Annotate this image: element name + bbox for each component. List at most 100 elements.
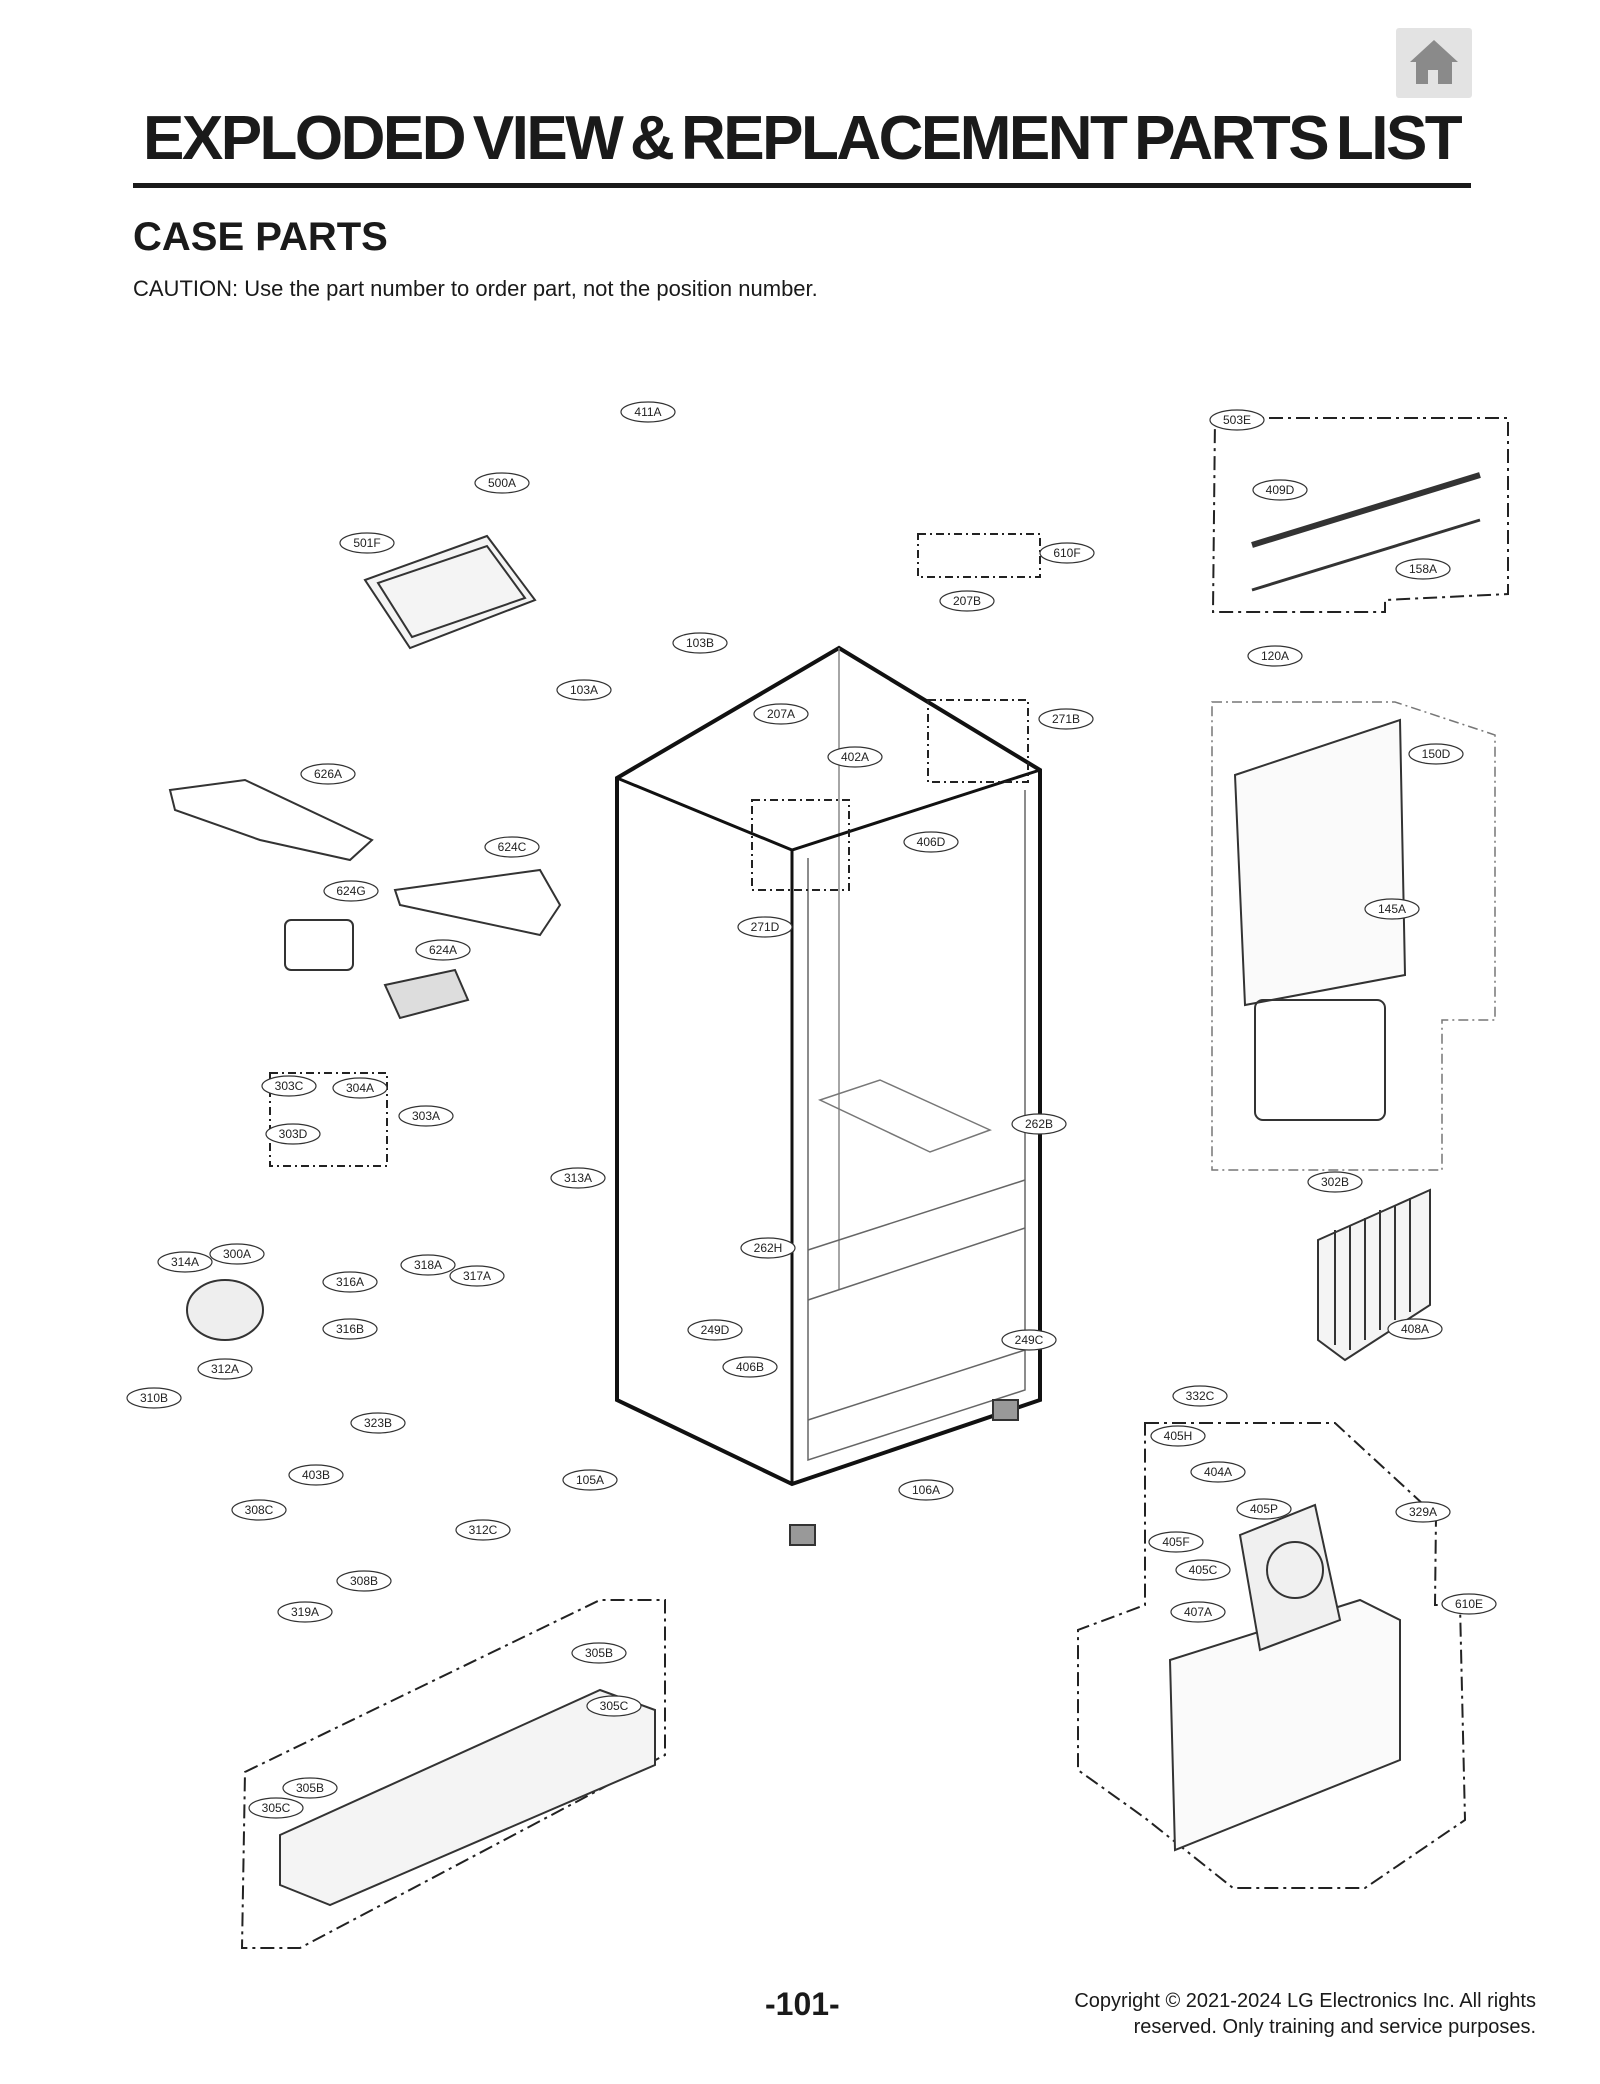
callout-319a: 319A [277,1601,333,1623]
callout-316a: 316A [322,1271,378,1293]
callout-312a: 312A [197,1358,253,1380]
callout-249d: 249D [687,1319,743,1341]
callout-150d: 150D [1408,743,1464,765]
callout-label: 405C [1189,1563,1218,1577]
callout-409d: 409D [1252,479,1308,501]
callout-106a: 106A [898,1479,954,1501]
callout-label: 317A [463,1269,491,1283]
callout-503e: 503E [1209,409,1265,431]
callout-610f: 610F [1039,542,1095,564]
callout-label: 624G [336,884,365,898]
callout-label: 406B [736,1360,764,1374]
callout-label: 271D [751,920,780,934]
callout-624a: 624A [415,939,471,961]
callout-label: 304A [346,1081,374,1095]
callout-145a: 145A [1364,898,1420,920]
callout-407a: 407A [1170,1601,1226,1623]
exploded-view-diagram: 411A500A501F103B103A207A402A207B610F271B… [126,401,1509,1949]
callout-406b: 406B [722,1356,778,1378]
home-icon [1410,40,1458,84]
callout-label: 314A [171,1255,199,1269]
callout-label: 405P [1250,1502,1278,1516]
callout-312c: 312C [455,1519,511,1541]
callout-label: 323B [364,1416,392,1430]
callout-207b: 207B [939,590,995,612]
callout-label: 624C [498,840,527,854]
callout-308c: 308C [231,1499,287,1521]
callout-label: 103A [570,683,598,697]
callout-label: 262B [1025,1117,1053,1131]
callout-271b: 271B [1038,708,1094,730]
callout-308b: 308B [336,1570,392,1592]
callout-label: 406D [917,835,946,849]
callout-624g: 624G [323,880,379,902]
callout-label: 305B [296,1781,324,1795]
callout-label: 106A [912,1483,940,1497]
callout-332c: 332C [1172,1385,1228,1407]
callout-323b: 323B [350,1412,406,1434]
callout-405p: 405P [1236,1498,1292,1520]
callout-label: 120A [1261,649,1289,663]
callout-label: 500A [488,476,516,490]
callout-label: 610E [1455,1597,1483,1611]
callout-303a: 303A [398,1105,454,1127]
callout-305c: 305C [248,1797,304,1819]
copyright-line-1: Copyright © 2021-2024 LG Electronics Inc… [1074,1990,1536,2012]
callout-303d: 303D [265,1123,321,1145]
callout-label: 329A [1409,1505,1437,1519]
callout-label: 316B [336,1322,364,1336]
callout-label: 316A [336,1275,364,1289]
callout-label: 403B [302,1468,330,1482]
callout-label: 308B [350,1574,378,1588]
callout-406d: 406D [903,831,959,853]
callout-404a: 404A [1190,1461,1246,1483]
group-303a [269,1072,388,1167]
callout-label: 318A [414,1258,442,1272]
callout-label: 405H [1164,1429,1193,1443]
callout-label: 303D [279,1127,308,1141]
callout-label: 312A [211,1362,239,1376]
callout-label: 411A [634,405,661,419]
callout-405f: 405F [1148,1531,1204,1553]
callout-label: 404A [1204,1465,1232,1479]
callout-405c: 405C [1175,1559,1231,1581]
callout-label: 610F [1053,546,1080,560]
copyright-line-2: reserved. Only training and service purp… [1133,2016,1536,2038]
callout-label: 405F [1162,1535,1189,1549]
callout-label: 319A [291,1605,319,1619]
callout-314a: 314A [157,1251,213,1273]
callout-label: 332C [1186,1389,1215,1403]
callout-402a: 402A [827,746,883,768]
callout-label: 249C [1015,1333,1044,1347]
callout-label: 207B [953,594,981,608]
callout-105a: 105A [562,1469,618,1491]
section-title: CASE PARTS [133,215,388,259]
callout-305c: 305C [586,1695,642,1717]
callout-271d: 271D [737,916,793,938]
callout-403b: 403B [288,1464,344,1486]
callout-158a: 158A [1395,558,1451,580]
callout-249c: 249C [1001,1329,1057,1351]
callout-624c: 624C [484,836,540,858]
callout-label: 501F [353,536,380,550]
callout-501f: 501F [339,532,395,554]
callout-411a: 411A [620,401,676,423]
callout-label: 305B [585,1646,613,1660]
callout-label: 158A [1409,562,1437,576]
callout-label: 305C [600,1699,629,1713]
callout-label: 407A [1184,1605,1212,1619]
group-305b [240,1599,666,1949]
callout-610e: 610E [1441,1593,1497,1615]
callout-310b: 310B [126,1387,182,1409]
page-title: EXPLODED VIEW & REPLACEMENT PARTS LIST [143,104,1463,173]
callout-405h: 405H [1150,1425,1206,1447]
callout-label: 303A [412,1109,440,1123]
callout-label: 409D [1266,483,1295,497]
home-button[interactable] [1396,28,1472,98]
callout-305b: 305B [282,1777,338,1799]
callout-317a: 317A [449,1265,505,1287]
callout-408a: 408A [1387,1318,1443,1340]
callout-label: 305C [262,1801,291,1815]
callout-label: 249D [701,1323,730,1337]
callout-label: 402A [841,750,869,764]
